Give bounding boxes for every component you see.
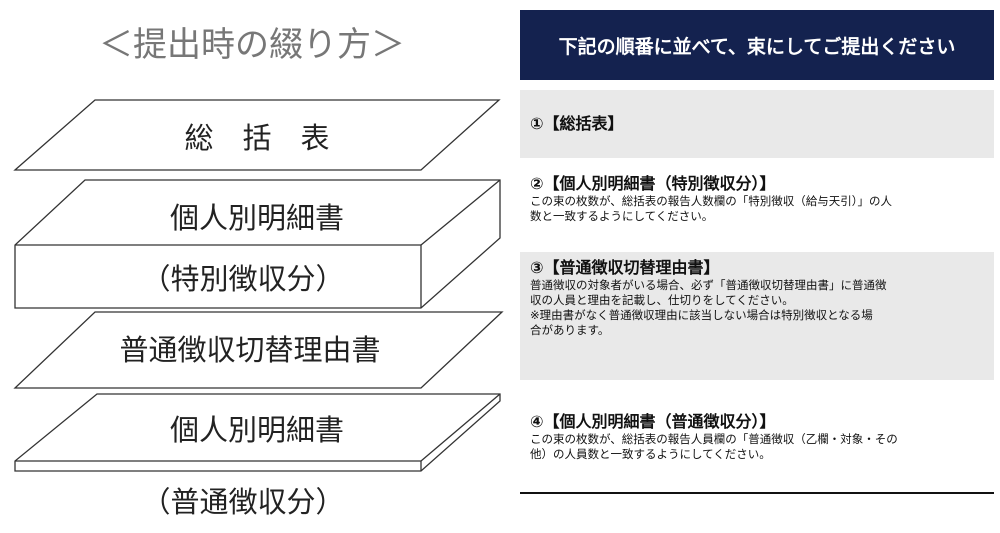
step-3-text-line: 収の人員と理由を記載し、仕切りをしてください。 — [530, 293, 794, 307]
step-2: ②【個人別明細書（特別徴収分）】 この束の枚数が、総括表の報告人数欄の「特別徴収… — [520, 174, 994, 224]
layer-kojin-tokubetsu-top-label: 個人別明細書 — [170, 201, 344, 235]
layer-kojin-tokubetsu: 個人別明細書 （特別徴収分） — [14, 179, 501, 309]
layer-stack-diagram: ＜提出時の綴り方＞ 総 括 表 個人別明細書 （特別徴収分） 普通徴収切替理由書… — [13, 25, 504, 519]
step-3-note-line: 合があります。 — [530, 323, 610, 337]
step-3-text-line: 普通徴収の対象者がいる場合、必ず「普通徴収切替理由書」に普通徴 — [530, 278, 887, 292]
layer-futsu-kirikae: 普通徴収切替理由書 — [13, 311, 504, 389]
instructions-header: 下記の順番に並べて、束にしてご提出ください — [520, 10, 994, 80]
layer-futsu-kirikae-label: 普通徴収切替理由書 — [119, 333, 380, 367]
step-2-text-line: この束の枚数が、総括表の報告人数欄の「特別徴収（給与天引）」の人 — [530, 194, 893, 208]
layer-kojin-futsu: 個人別明細書 （普通徴収分） — [14, 393, 501, 519]
step-3-note-line: ※理由書がなく普通徴収理由に該当しない場合は特別徴収となる場 — [530, 308, 873, 322]
layer-kojin-tokubetsu-bottom-label: （特別徴収分） — [141, 262, 344, 296]
step-4-title: ④【個人別明細書（普通徴収分）】 — [530, 412, 776, 431]
step-4: ④【個人別明細書（普通徴収分）】 この束の枚数が、総括表の報告人員欄の「普通徴収… — [520, 412, 994, 462]
step-4-text-line: 他）の人員数と一致するようにしてください。 — [530, 447, 771, 461]
step-3-title: ③【普通徴収切替理由書】 — [530, 258, 720, 277]
layer-kojin-futsu-bottom-label: （普通徴収分） — [141, 485, 344, 519]
step-1: ①【総括表】 — [520, 90, 994, 158]
step-3: ③【普通徴収切替理由書】 普通徴収の対象者がいる場合、必ず「普通徴収切替理由書」… — [520, 252, 994, 380]
bottom-divider — [520, 492, 994, 494]
step-2-text-line: 数と一致するようにしてください。 — [530, 209, 714, 223]
step-2-title: ②【個人別明細書（特別徴収分）】 — [530, 174, 776, 193]
step-1-title: ①【総括表】 — [530, 114, 624, 133]
layer-sokatsu-label: 総 括 表 — [184, 121, 329, 155]
layer-kojin-futsu-top-label: 個人別明細書 — [170, 413, 344, 447]
step-4-text-line: この束の枚数が、総括表の報告人員欄の「普通徴収（乙欄・対象・その — [530, 432, 898, 446]
diagram-title: ＜提出時の綴り方＞ — [99, 25, 405, 65]
layer-sokatsu: 総 括 表 — [13, 99, 501, 171]
